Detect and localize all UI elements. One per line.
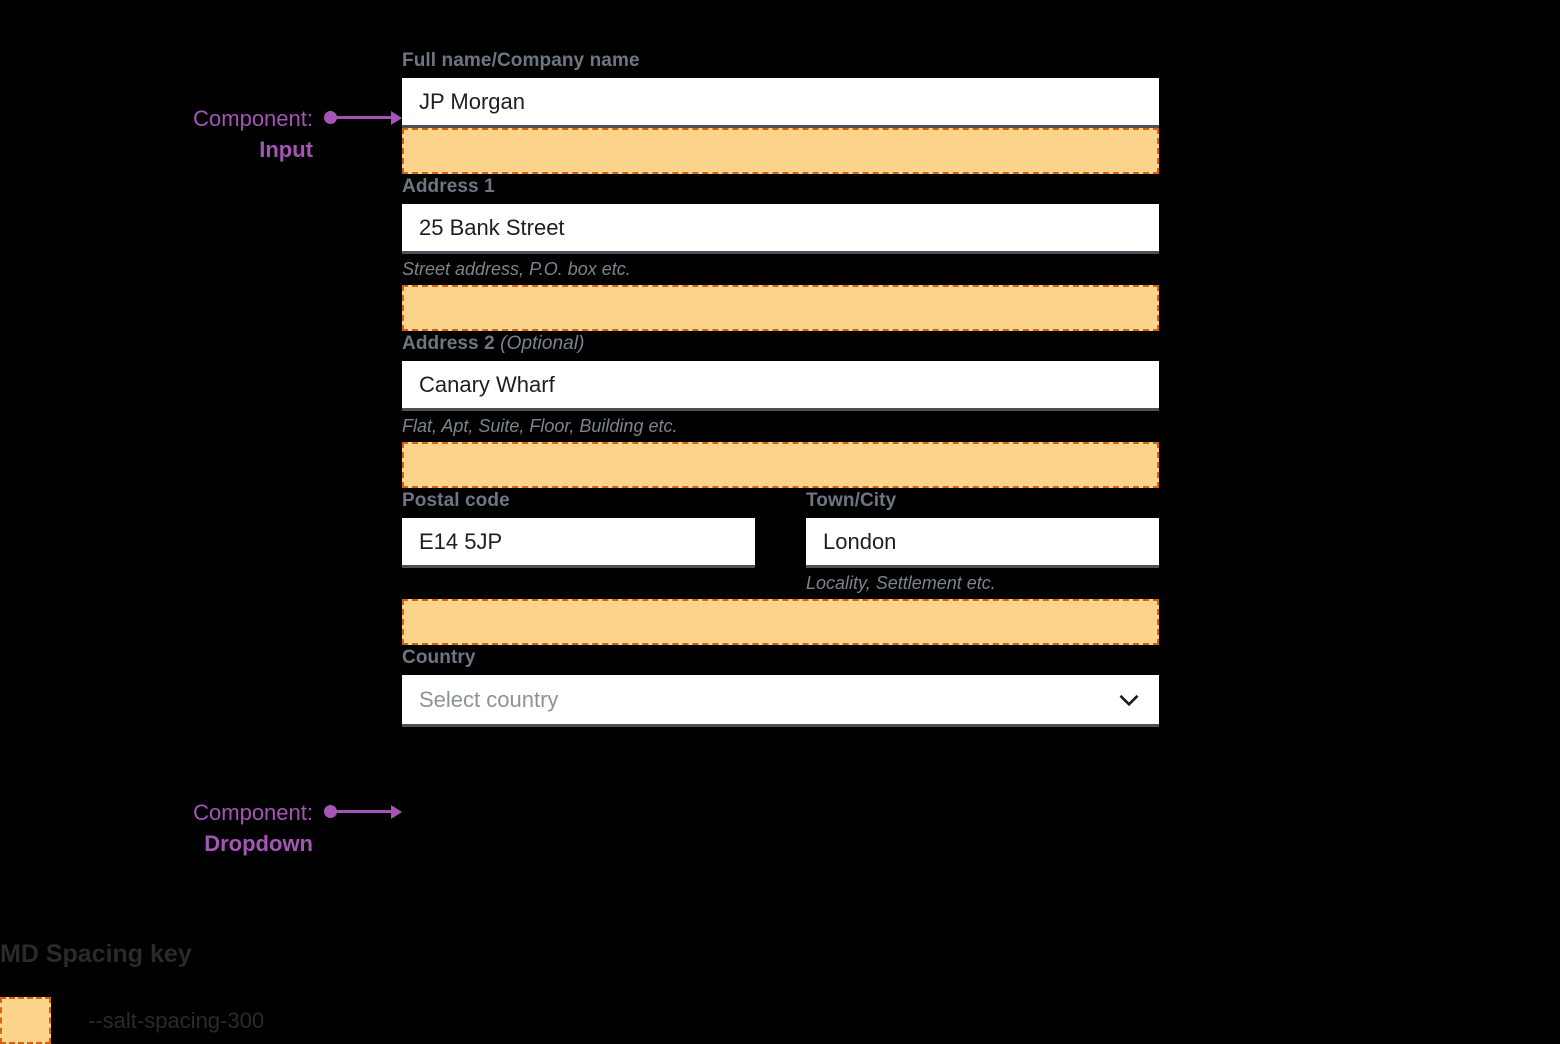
country-dropdown[interactable]: Select country xyxy=(402,675,1159,727)
town-city-group: Town/City London Locality, Settlement et… xyxy=(806,488,1159,596)
town-city-input[interactable]: London xyxy=(806,518,1159,568)
annotation-dropdown-connector xyxy=(324,805,402,819)
label-address-2: Address 2 (Optional) xyxy=(402,331,1159,357)
connector-arrowhead xyxy=(391,805,402,819)
annotation-dropdown-name: Dropdown xyxy=(204,831,313,856)
address-2-input[interactable]: Canary Wharf xyxy=(402,361,1159,411)
label-address-1-text: Address 1 xyxy=(402,176,495,197)
address-1-input[interactable]: 25 Bank Street xyxy=(402,204,1159,254)
postal-code-input[interactable]: E14 5JP xyxy=(402,518,755,568)
spacing-block-300 xyxy=(402,128,1159,174)
address-2-input-value: Canary Wharf xyxy=(419,371,555,397)
legend-row-spacing-300: --salt-spacing-300 xyxy=(0,997,264,1044)
postal-town-row: Postal code E14 5JP Town/City London Loc… xyxy=(402,488,1159,596)
chevron-down-icon xyxy=(1116,687,1142,713)
label-postal-code: Postal code xyxy=(402,490,510,511)
country-dropdown-placeholder: Select country xyxy=(419,686,559,712)
town-city-input-value: London xyxy=(823,528,897,554)
label-town-city: Town/City xyxy=(806,490,897,511)
label-country: Country xyxy=(402,647,476,668)
label-full-name-text: Full name/Company name xyxy=(402,50,640,71)
label-address-2-optional: (Optional) xyxy=(500,333,585,354)
legend-token-label: --salt-spacing-300 xyxy=(88,1007,265,1033)
legend-swatch xyxy=(0,997,51,1044)
postal-code-group: Postal code E14 5JP xyxy=(402,488,755,596)
connector-arrowhead xyxy=(391,111,402,125)
connector-line xyxy=(334,116,396,119)
annotation-input: Component: Input xyxy=(0,103,313,165)
label-full-name: Full name/Company name xyxy=(402,48,1159,74)
connector-line xyxy=(334,810,396,813)
full-name-input[interactable]: JP Morgan xyxy=(402,78,1159,128)
helper-town-city: Locality, Settlement etc. xyxy=(806,573,996,593)
annotation-input-name: Input xyxy=(259,137,313,162)
address-form: Full name/Company name JP Morgan Address… xyxy=(402,0,1159,727)
connector-dot xyxy=(324,111,337,124)
helper-address-2: Flat, Apt, Suite, Floor, Building etc. xyxy=(402,416,678,436)
address-1-input-value: 25 Bank Street xyxy=(419,214,565,240)
spacing-block-300 xyxy=(402,442,1159,488)
spacing-block-300 xyxy=(402,599,1159,645)
annotation-dropdown: Component: Dropdown xyxy=(0,797,313,859)
label-address-1: Address 1 xyxy=(402,174,1159,200)
label-address-2-text: Address 2 xyxy=(402,333,495,354)
spacing-block-300 xyxy=(402,285,1159,331)
spacing-key-legend: MD Spacing key --salt-spacing-300 xyxy=(0,938,264,1044)
annotation-input-connector xyxy=(324,111,402,125)
postal-code-input-value: E14 5JP xyxy=(419,528,503,554)
full-name-input-value: JP Morgan xyxy=(419,88,525,114)
connector-dot xyxy=(324,805,337,818)
legend-title: MD Spacing key xyxy=(0,940,192,968)
annotation-input-kind: Component: xyxy=(193,106,313,131)
annotation-dropdown-kind: Component: xyxy=(193,800,313,825)
helper-address-1: Street address, P.O. box etc. xyxy=(402,259,631,279)
